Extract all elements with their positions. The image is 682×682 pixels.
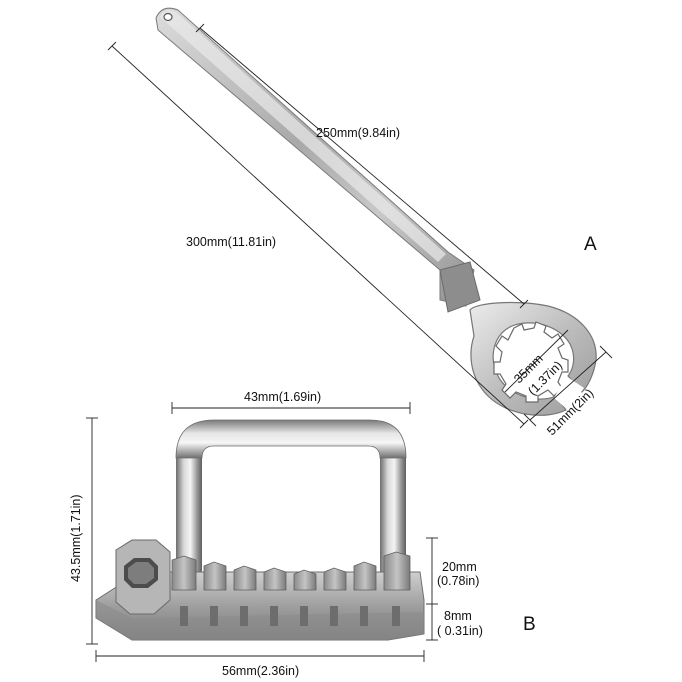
front-notches — [180, 606, 400, 626]
dim-total-width: 56mm(2.36in) — [222, 664, 299, 678]
tool-a-dimension-lines — [107, 23, 613, 429]
tool-b-dimension-lines — [86, 402, 438, 662]
label-a: A — [584, 234, 597, 255]
dim-total-height: 43.5mm(1.71in) — [69, 494, 83, 582]
dim-handle-width: 43mm(1.69in) — [244, 390, 321, 404]
handle-right-leg — [380, 448, 406, 580]
label-b: B — [523, 614, 536, 635]
handle-top-bar — [175, 419, 407, 459]
dim-base-height-mm: 8mm — [444, 609, 472, 623]
tool-b-block-tool — [95, 419, 425, 641]
dim-slot-length: 250mm(9.84in) — [316, 126, 400, 140]
jaw-bore — [493, 321, 569, 403]
dim-base-height-in: ( 0.31in) — [437, 624, 483, 638]
tool-a-wrench — [155, 7, 597, 416]
dim-total-length: 300mm(11.81in) — [186, 235, 276, 249]
hang-hole-icon — [163, 12, 173, 22]
dim-teeth-height-in: (0.78in) — [437, 574, 479, 588]
handle-left-leg — [176, 448, 202, 580]
dim-teeth-height-mm: 20mm — [442, 560, 477, 574]
teeth-row — [171, 551, 411, 591]
